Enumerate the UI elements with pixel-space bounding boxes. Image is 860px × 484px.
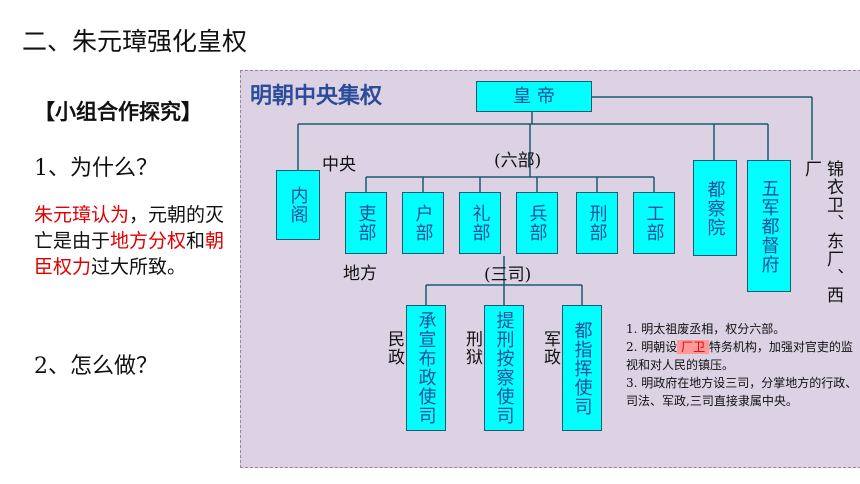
local-label: 地方 [343, 264, 377, 284]
neige-box: 内阁 [276, 170, 320, 240]
label-civil-affairs: 民政 [384, 330, 404, 366]
chengxuan-box: 承宣布政使司 [406, 305, 446, 431]
slide-title: 二、朱元璋强化皇权 [22, 27, 248, 56]
reason-paragraph: 朱元璋认为，元朝的灭亡是由于地方分权和朝臣权力过大所致。 [34, 202, 234, 280]
reason-part-4: 和 [186, 230, 206, 252]
ministry-box-war: 兵部 [516, 192, 558, 254]
ministry-box-li: 吏部 [345, 192, 387, 254]
label-justice: 刑狱 [462, 330, 482, 366]
duzhihui-box: 都指挥使司 [562, 305, 602, 431]
ministry-box-hu: 户部 [402, 192, 444, 254]
six-ministries-label: (六部) [494, 151, 542, 171]
note-2: 2. 明朝设 厂卫 特务机构，加强对官吏的监视和对人民的镇压。 [626, 338, 860, 374]
question-why: 1、为什么？ [34, 156, 158, 181]
tixing-box: 提刑按察使司 [484, 305, 524, 431]
central-label: 中央 [322, 155, 356, 175]
note-2-a: 2. 明朝设 [626, 340, 678, 354]
ministry-box-justice: 刑部 [576, 192, 618, 254]
jinyiwei-label: 锦衣卫、东厂、西厂 [801, 160, 843, 304]
three-si-label: (三司) [484, 265, 532, 285]
emperor-box: 皇 帝 [476, 81, 592, 112]
ministry-box-works: 工部 [633, 192, 675, 254]
note-2-highlight: 厂卫 [677, 340, 709, 354]
reason-part-1: 朱元璋认为 [34, 204, 130, 226]
reason-part-3: 地方分权 [110, 230, 187, 252]
group-inquiry-heading: 【小组合作探究】 [34, 100, 202, 124]
notes-text: 1. 明太祖废丞相，权分六部。 2. 明朝设 厂卫 特务机构，加强对官吏的监视和… [626, 320, 860, 410]
note-3: 3. 明政府在地方设三司，分掌地方的行政、司法、军政,三司直接隶属中央。 [626, 376, 858, 408]
label-military: 军政 [540, 330, 560, 366]
reason-part-6: 过大所致。 [91, 256, 187, 278]
diagram-title: 明朝中央集权 [250, 84, 383, 109]
note-2-b: 特务机构，加强对官吏的监视和对人民的镇压。 [626, 340, 853, 372]
ministry-box-rites: 礼部 [459, 192, 501, 254]
wujun-box: 五军都督府 [747, 160, 791, 292]
question-how: 2、怎么做？ [34, 354, 158, 379]
note-1: 1. 明太祖废丞相，权分六部。 [626, 322, 786, 336]
diagram-panel [240, 70, 860, 468]
duchayuan-box: 都察院 [693, 160, 737, 256]
reason-part-5: 朝臣权力 [34, 230, 225, 278]
reason-part-2: ，元朝的灭亡是由于 [34, 204, 225, 252]
